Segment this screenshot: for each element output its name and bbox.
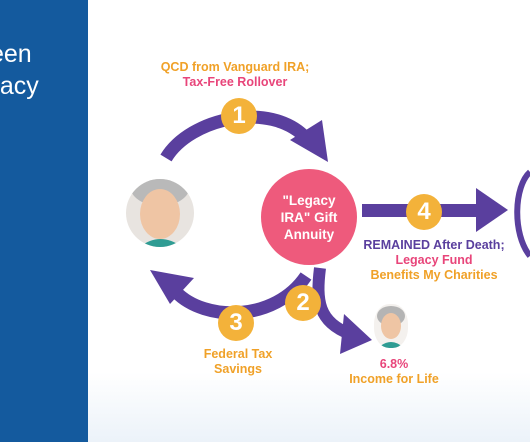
left-title-panel: een gacy — [0, 0, 88, 442]
donor-portrait-large — [126, 179, 194, 247]
step-4-badge: 4 — [406, 194, 442, 230]
legacy-ira-gift-annuity-circle: "Legacy IRA" Gift Annuity — [261, 169, 357, 265]
step-2-badge: 2 — [285, 285, 321, 321]
step-4-text-line2: Legacy Fund — [395, 253, 473, 267]
step-2-text-line2: Income for Life — [349, 372, 439, 386]
donor-portrait-small — [374, 304, 408, 348]
step-3-text-line1: Federal Tax — [203, 347, 273, 361]
title-line-1: een — [0, 40, 32, 68]
step-4-text-line1: REMAINED After Death; — [363, 238, 505, 252]
arrow-step-2 — [312, 267, 372, 354]
title-line-2: gacy — [0, 72, 39, 100]
background-glow — [88, 372, 530, 442]
hub-text-line2: IRA" Gift — [280, 209, 338, 225]
step-3-badge: 3 — [218, 305, 254, 341]
step-2-text-line1: 6.8% — [379, 357, 409, 371]
step-1-text-line1: QCD from Vanguard IRA; — [160, 60, 310, 74]
step-4-text-line3: Benefits My Charities — [370, 268, 498, 282]
hub-text-line1: "Legacy — [282, 192, 336, 208]
step-1-text-line2: Tax-Free Rollover — [182, 75, 288, 89]
hub-text-line3: Annuity — [283, 226, 335, 242]
step-1-badge: 1 — [221, 98, 257, 134]
step-3-text-line2: Savings — [214, 362, 262, 376]
right-edge-ring — [514, 169, 530, 258]
